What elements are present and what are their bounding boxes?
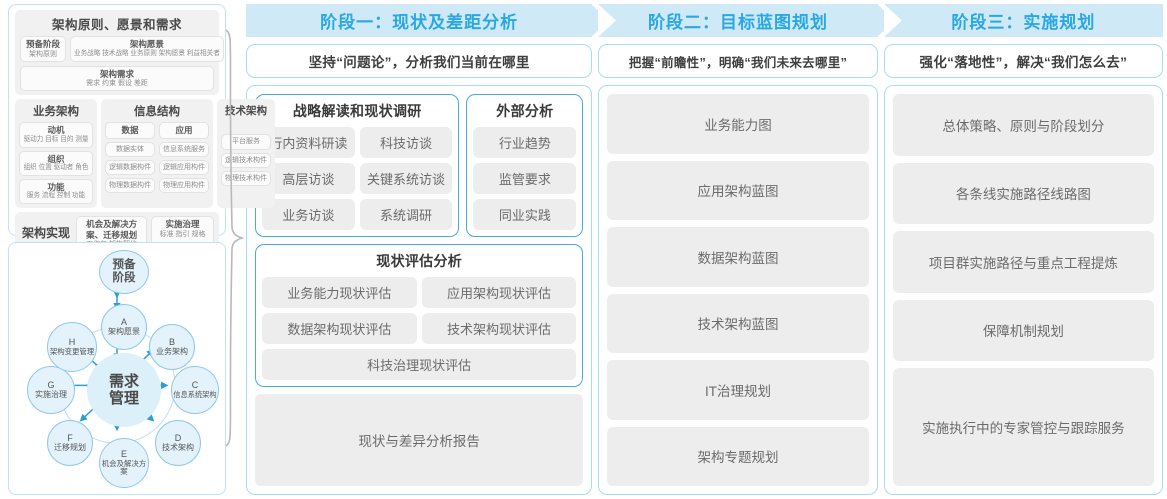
- framework-domain-columns: 业务架构 动机 驱动力 目标 目的 测量 组织 组织 位置 驱动者 角色 功能: [15, 99, 275, 208]
- chip-item[interactable]: 行内资料研读: [262, 127, 355, 158]
- motivation-card: 动机 驱动力 目标 目的 测量: [19, 122, 93, 148]
- stage-1-body: 战略解读和现状调研 行内资料研读 科技访谈 高层访谈 关键系统访谈 业务访谈 系…: [246, 85, 593, 495]
- architecture-requirements-head: 架构需求: [99, 68, 134, 79]
- strategy-research-title: 战略解读和现状调研: [292, 103, 422, 119]
- togaf-framework-panel: 架构原则、愿景和需求 预备阶段 架构原则 架构愿景 业务战略 技术战略 业务原则…: [0, 0, 275, 499]
- external-analysis-title: 外部分析: [496, 103, 554, 119]
- application-subcolumn: 应用 信息系统服务 逻辑应用构件 物理应用构件: [159, 122, 209, 194]
- architecture-principles-block: 架构原则、愿景和需求 预备阶段 架构原则 架构愿景 业务战略 技术战略 业务原则…: [15, 10, 224, 96]
- chip-item[interactable]: 系统调研: [359, 199, 453, 230]
- chip-item[interactable]: 科技治理现状评估: [262, 349, 577, 380]
- adm-node-d[interactable]: D 技术架构: [155, 420, 201, 466]
- chevron-notch-icon: [883, 4, 902, 37]
- chip-item[interactable]: 技术架构现状评估: [421, 313, 577, 344]
- current-state-assessment-group: 现状评估分析 业务能力现状评估 应用架构现状评估 数据架构现状评估 技术架构现状…: [255, 244, 584, 387]
- business-architecture-title: 业务架构: [33, 106, 79, 119]
- stage-1-top-groups: 战略解读和现状调研 行内资料研读 科技访谈 高层访谈 关键系统访谈 业务访谈 系…: [255, 94, 584, 237]
- current-state-assessment-title: 现状评估分析: [376, 253, 463, 269]
- prep-phase-card: 预备阶段 架构原则: [20, 36, 66, 62]
- data-subcolumn: 数据 数据实体 逻辑数据构件 物理数据构件: [105, 122, 155, 194]
- chip-item[interactable]: 应用架构现状评估: [421, 277, 577, 308]
- technology-architecture-title: 技术架构: [225, 105, 267, 118]
- adm-node-f[interactable]: F 迁移规划: [47, 420, 93, 466]
- application-head-card: 应用: [159, 122, 209, 140]
- architecture-requirements-card: 架构需求 需求 约束 假设 差距: [20, 65, 214, 92]
- adm-node-g[interactable]: G 实施治理: [27, 366, 75, 414]
- adm-node-h[interactable]: H 架构变更管理: [47, 322, 97, 372]
- implementation-label: 架构实现: [22, 226, 71, 241]
- architecture-vision-sub: 业务战略 技术战略 业务原则 架构愿景 利益相关者: [74, 49, 220, 57]
- framework-title: 架构原则、愿景和需求: [51, 18, 182, 32]
- tile-item[interactable]: 保障机制规划: [892, 299, 1155, 362]
- stage-3-banner[interactable]: 阶段三：实施规划: [883, 4, 1164, 37]
- stage-3: 阶段三：实施规划 强化“落地性”，解决“我们怎么去” 总体策略、原则与阶段划分 …: [883, 4, 1164, 495]
- tile-item[interactable]: 各条线实施路径线路图: [892, 162, 1155, 225]
- stage-2-body: 业务能力图 应用架构蓝图 数据架构蓝图 技术架构蓝图 IT治理规划 架构专题规划: [598, 85, 878, 495]
- data-head-card: 数据: [105, 122, 155, 140]
- adm-diagram: 预备 阶段 需求 管理 A 架构愿景 B 业务架构 C 信息系统架构: [15, 248, 219, 489]
- stage-columns: 阶段一：现状及差距分析 坚持“问题论”，分析我们当前在哪里 战略解读和现状调研 …: [232, 0, 1167, 499]
- tile-item[interactable]: 业务能力图: [607, 94, 869, 154]
- architecture-vision-head: 架构愿景: [129, 39, 164, 49]
- stage-3-subtitle: 强化“落地性”，解决“我们怎么去”: [883, 44, 1164, 78]
- adm-node-b[interactable]: B 业务架构: [149, 324, 195, 370]
- tile-item[interactable]: 技术架构蓝图: [607, 293, 869, 353]
- chip-item[interactable]: 科技访谈: [359, 127, 453, 158]
- framework-row-1: 预备阶段 架构原则 架构愿景 业务战略 技术战略 业务原则 架构愿景 利益相关者: [20, 36, 224, 62]
- adm-node-a[interactable]: A 架构愿景: [101, 304, 147, 350]
- tile-item[interactable]: 总体策略、原则与阶段划分: [892, 94, 1155, 156]
- architecture-requirements-sub: 需求 约束 假设 差距: [86, 80, 148, 88]
- chip-item[interactable]: 行业趋势: [473, 127, 577, 158]
- connector-bracket-icon: [225, 29, 244, 447]
- function-card: 功能 服务 流程 控制 功能: [19, 178, 93, 204]
- chip-item[interactable]: 监管要求: [473, 163, 577, 194]
- technology-architecture-column: 技术架构 平台服务 逻辑技术构件 物理技术构件: [217, 99, 275, 208]
- chip-item[interactable]: 数据架构现状评估: [262, 313, 417, 344]
- prep-phase-sub: 架构原则: [29, 50, 57, 58]
- stage-1-subtitle: 坚持“问题论”，分析我们当前在哪里: [246, 44, 593, 78]
- tile-item[interactable]: IT治理规划: [607, 360, 869, 420]
- stage-3-title: 阶段三：实施规划: [951, 13, 1096, 32]
- external-analysis-group: 外部分析 行业趋势 监管要求 同业实践: [466, 94, 584, 237]
- organization-card: 组织 组织 位置 驱动者 角色: [19, 150, 93, 176]
- framework-card: 架构原则、愿景和需求 预备阶段 架构原则 架构愿景 业务战略 技术战略 业务原则…: [8, 4, 275, 257]
- chip-item[interactable]: 同业实践: [473, 199, 577, 230]
- adm-node-e[interactable]: E 机会及解决方案: [99, 438, 149, 488]
- strategy-research-group: 战略解读和现状调研 行内资料研读 科技访谈 高层访谈 关键系统访谈 业务访谈 系…: [255, 94, 460, 237]
- stage-1-banner[interactable]: 阶段一：现状及差距分析: [246, 4, 610, 37]
- architecture-vision-card: 架构愿景 业务战略 技术战略 业务原则 架构愿景 利益相关者: [70, 36, 224, 62]
- stage-2-banner[interactable]: 阶段二：目标蓝图规划: [598, 4, 895, 37]
- tile-item[interactable]: 项目群实施路径与重点工程提炼: [892, 231, 1155, 293]
- stage-2: 阶段二：目标蓝图规划 把握“前瞻性”，明确“我们未来去哪里” 业务能力图 应用架…: [598, 4, 895, 495]
- information-structure-title: 信息结构: [134, 106, 180, 119]
- adm-node-center[interactable]: 需求 管理: [87, 353, 161, 427]
- tile-item[interactable]: 架构专题规划: [607, 426, 869, 486]
- tile-item[interactable]: 实施执行中的专家管控与跟踪服务: [892, 368, 1155, 486]
- tile-item[interactable]: 应用架构蓝图: [607, 160, 869, 220]
- chip-item[interactable]: 业务能力现状评估: [262, 277, 417, 308]
- information-structure-column: 信息结构 数据 数据实体 逻辑数据构件 物理数据构件 应用: [101, 99, 213, 208]
- chip-item[interactable]: 关键系统访谈: [359, 163, 453, 194]
- tile-item[interactable]: 数据架构蓝图: [607, 227, 869, 287]
- stage-2-title: 阶段二：目标蓝图规划: [648, 13, 829, 32]
- adm-node-c[interactable]: C 信息系统架构: [171, 366, 219, 414]
- stage-2-subtitle: 把握“前瞻性”，明确“我们未来去哪里”: [598, 44, 878, 78]
- stage-1-title: 阶段一：现状及差距分析: [320, 13, 519, 32]
- stage-1: 阶段一：现状及差距分析 坚持“问题论”，分析我们当前在哪里 战略解读和现状调研 …: [246, 4, 610, 495]
- adm-node-prep[interactable]: 预备 阶段: [99, 250, 149, 294]
- stage-1-report[interactable]: 现状与差异分析报告: [255, 394, 584, 486]
- stage-3-body: 总体策略、原则与阶段划分 各条线实施路径线路图 项目群实施路径与重点工程提炼 保…: [883, 85, 1164, 495]
- chip-item[interactable]: 高层访谈: [262, 163, 355, 194]
- chevron-notch-icon: [598, 4, 617, 37]
- business-architecture-column: 业务架构 动机 驱动力 目标 目的 测量 组织 组织 位置 驱动者 角色 功能: [15, 99, 97, 208]
- prep-phase-head: 预备阶段: [25, 39, 60, 49]
- chip-item[interactable]: 业务访谈: [262, 199, 355, 230]
- adm-cycle-card: 预备 阶段 需求 管理 A 架构愿景 B 业务架构 C 信息系统架构: [8, 242, 226, 495]
